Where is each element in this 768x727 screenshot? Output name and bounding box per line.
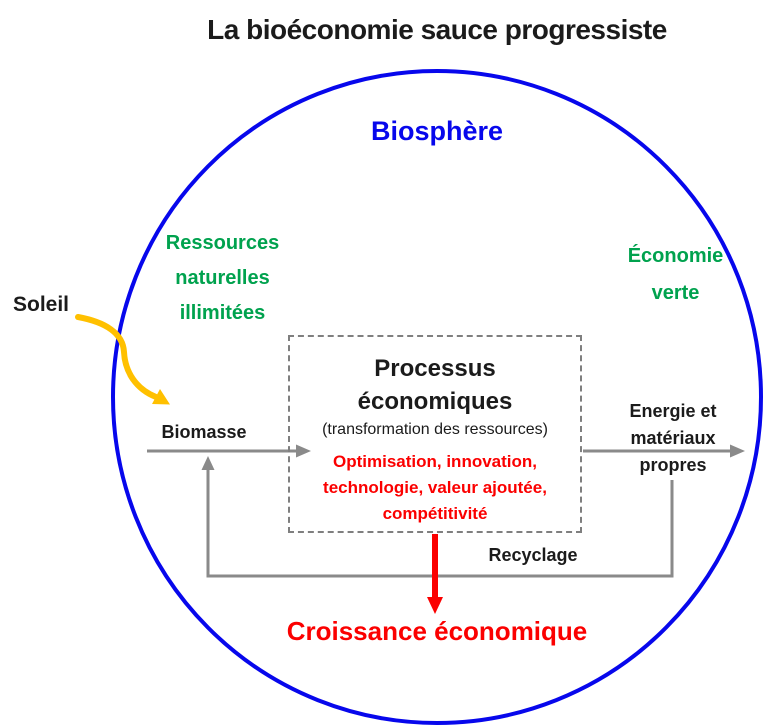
- biosphere-circle: [111, 69, 763, 725]
- process-box-subtitle: (transformation des ressources): [322, 421, 548, 438]
- output-arrow-head-icon: [730, 444, 745, 458]
- recycle-loop-arrow: [206, 468, 674, 578]
- sun-arrow: [75, 314, 159, 400]
- sun-arrow-head-icon: [152, 389, 170, 405]
- unlimited-resources-label: Ressources naturelles illimitées: [165, 232, 280, 324]
- page-title: La bioéconomie sauce progressiste: [207, 14, 667, 45]
- economic-growth-label: Croissance économique: [286, 616, 588, 646]
- biosphere-label: Biosphère: [370, 116, 504, 146]
- process-box-details: Optimisation, innovation, technologie, v…: [323, 452, 547, 523]
- green-economy-label: Économie verte: [627, 245, 724, 304]
- process-box: Processus économiques (transformation de…: [288, 335, 582, 533]
- soleil-label: Soleil: [13, 293, 70, 316]
- growth-arrow-head-icon: [427, 597, 443, 614]
- clean-energy-label: Energie et matériaux propres: [629, 401, 717, 475]
- process-box-title: Processus économiques: [357, 355, 513, 415]
- biomasse-arrow-head-icon: [296, 444, 311, 458]
- biomasse-label: Biomasse: [161, 422, 247, 442]
- recyclage-label: Recyclage: [488, 545, 578, 565]
- recycle-arrow-head-icon: [201, 456, 215, 470]
